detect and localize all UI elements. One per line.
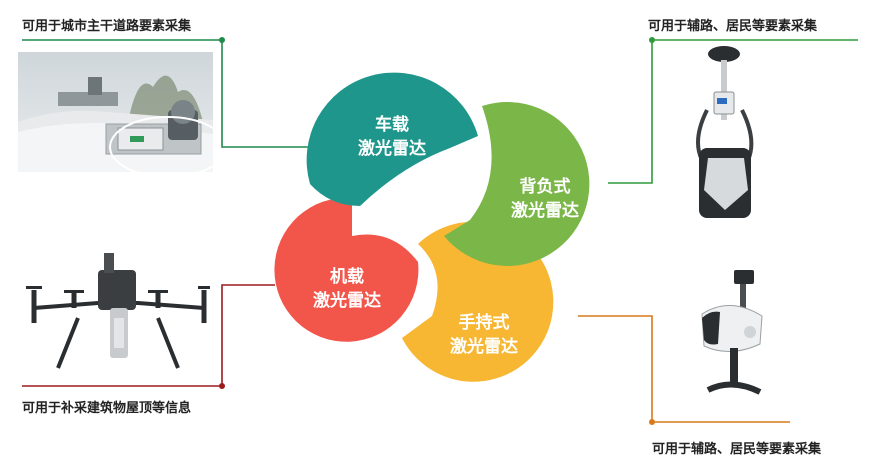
- petal-vehicle-line2: 激光雷达: [358, 138, 426, 159]
- backpack-lidar-photo: [672, 40, 782, 220]
- connector-backpack: [608, 37, 858, 184]
- petal-backpack-line2: 激光雷达: [511, 200, 579, 221]
- caption-vehicle-lidar: 可用于城市主干道路要素采集: [22, 18, 192, 33]
- petal-airborne-line2: 激光雷达: [313, 290, 381, 311]
- petal-backpack: 背负式 激光雷达: [444, 101, 590, 266]
- petal-handheld-line2: 激光雷达: [450, 336, 518, 357]
- petal-vehicle-line1: 车载: [375, 114, 409, 135]
- petal-airborne: 机载 激光雷达: [274, 197, 419, 342]
- caption-airborne-lidar: 可用于补采建筑物屋顶等信息: [22, 400, 192, 415]
- drone-lidar-photo: [18, 248, 213, 384]
- handheld-lidar-photo: [690, 266, 770, 398]
- connector-handheld: [578, 315, 790, 425]
- caption-handheld-lidar: 可用于辅路、居民等要素采集: [652, 441, 822, 456]
- petal-backpack-line1: 背负式: [520, 176, 571, 197]
- petal-handheld-line1: 手持式: [459, 312, 510, 333]
- vehicle-lidar-photo: [18, 52, 213, 172]
- connector-vehicle: [22, 37, 308, 148]
- petal-vehicle: 车载 激光雷达: [306, 72, 478, 206]
- caption-backpack-lidar: 可用于辅路、居民等要素采集: [648, 18, 818, 33]
- petal-airborne-line1: 机载: [330, 266, 364, 287]
- connector-airborne: [22, 284, 275, 389]
